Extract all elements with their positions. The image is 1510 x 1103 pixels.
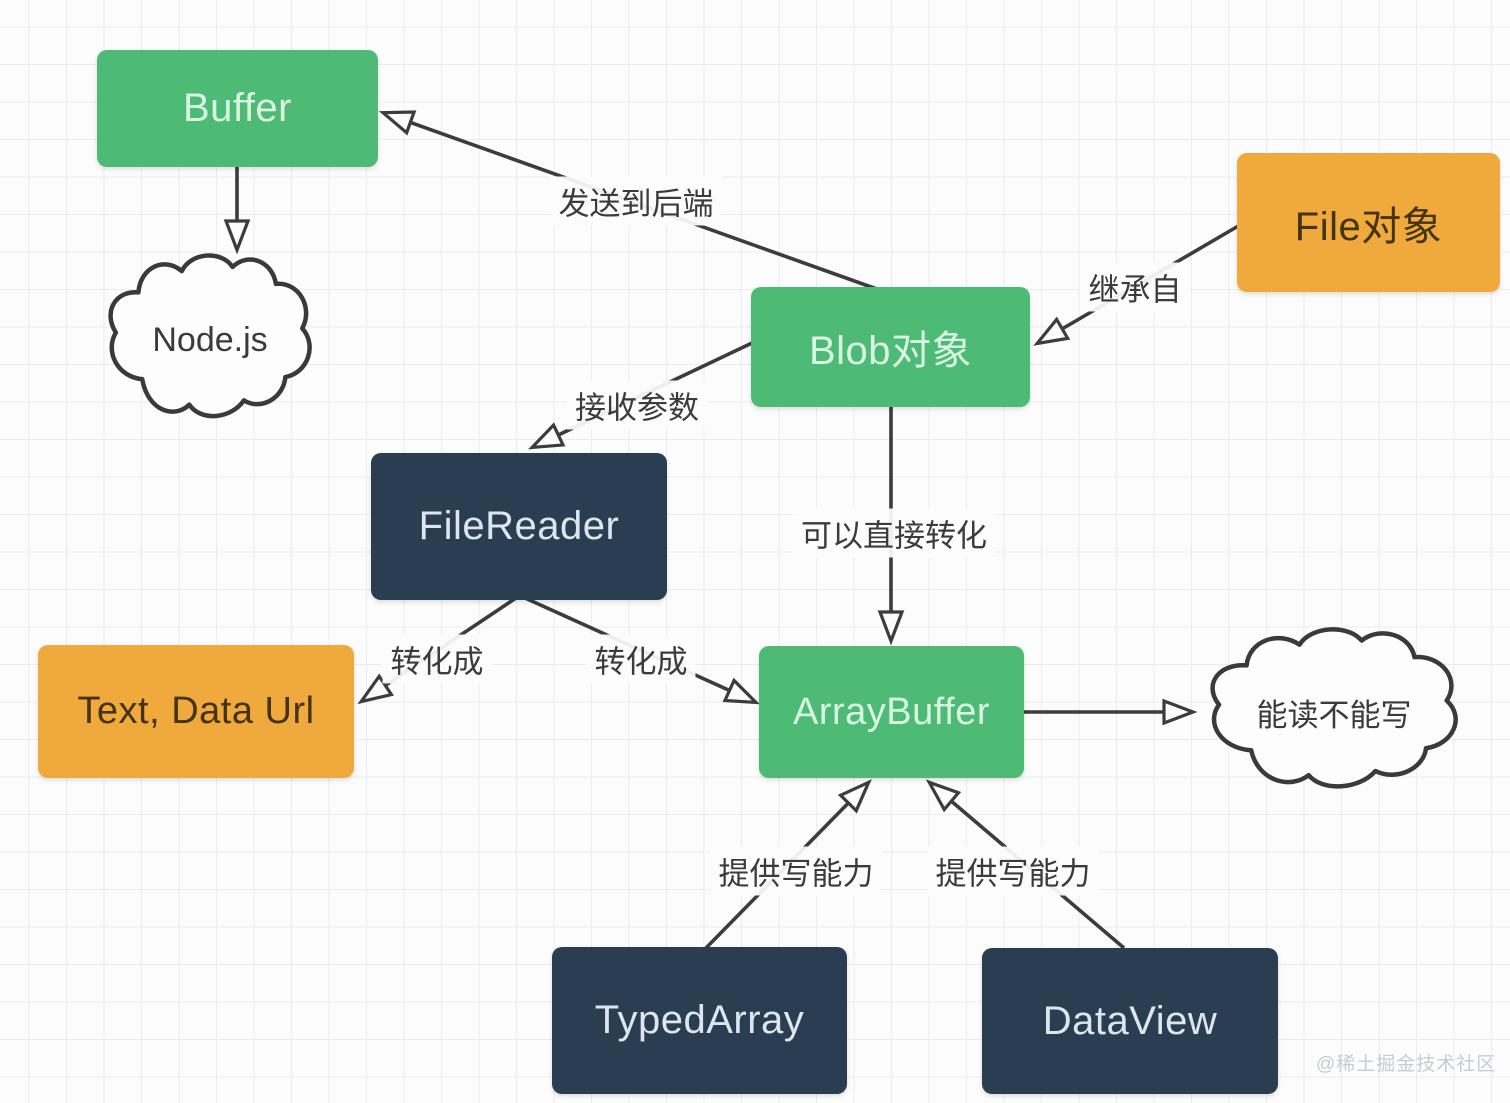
edge-label-provides-write-left: 提供写能力 <box>710 846 882 896</box>
cloud-shape-icon <box>1196 624 1472 800</box>
edge-label-converts-to-left: 转化成 <box>382 634 492 684</box>
node-text-dataurl: Text, Data Url <box>38 645 354 778</box>
node-dataview-label: DataView <box>1042 998 1218 1043</box>
edge-label-send-to-backend: 发送到后端 <box>550 176 722 226</box>
node-file-object-label: File对象 <box>1294 204 1443 249</box>
node-filereader-label: FileReader <box>418 504 620 548</box>
node-blob-object-label: Blob对象 <box>808 329 973 373</box>
edge-label-direct-conversion: 可以直接转化 <box>793 508 995 558</box>
edge-label-provides-write-right: 提供写能力 <box>927 846 1099 896</box>
node-readonly-cloud: 能读不能写 <box>1196 624 1472 800</box>
edge-label-inherits-from: 继承自 <box>1080 262 1190 312</box>
node-filereader: FileReader <box>371 453 667 600</box>
edge-label-receives-params: 接收参数 <box>567 380 707 430</box>
juejin-watermark: @稀土掘金技术社区 <box>1316 1054 1497 1075</box>
node-typedarray-label: TypedArray <box>594 998 805 1042</box>
node-buffer: Buffer <box>97 50 378 167</box>
node-arraybuffer-label: ArrayBuffer <box>793 690 990 733</box>
cloud-shape-icon <box>97 250 323 430</box>
node-nodejs-cloud: Node.js <box>97 250 323 430</box>
edge-label-converts-to-right: 转化成 <box>586 634 696 684</box>
node-nodejs-label: Node.js <box>152 320 268 359</box>
node-file-object: File对象 <box>1237 153 1500 292</box>
node-dataview: DataView <box>982 948 1278 1094</box>
node-readonly-label: 能读不能写 <box>1256 697 1412 733</box>
node-buffer-label: Buffer <box>183 86 292 130</box>
node-blob-object: Blob对象 <box>751 287 1030 407</box>
node-text-dataurl-label: Text, Data Url <box>77 690 315 732</box>
node-typedarray: TypedArray <box>552 947 847 1094</box>
node-arraybuffer: ArrayBuffer <box>759 646 1024 778</box>
